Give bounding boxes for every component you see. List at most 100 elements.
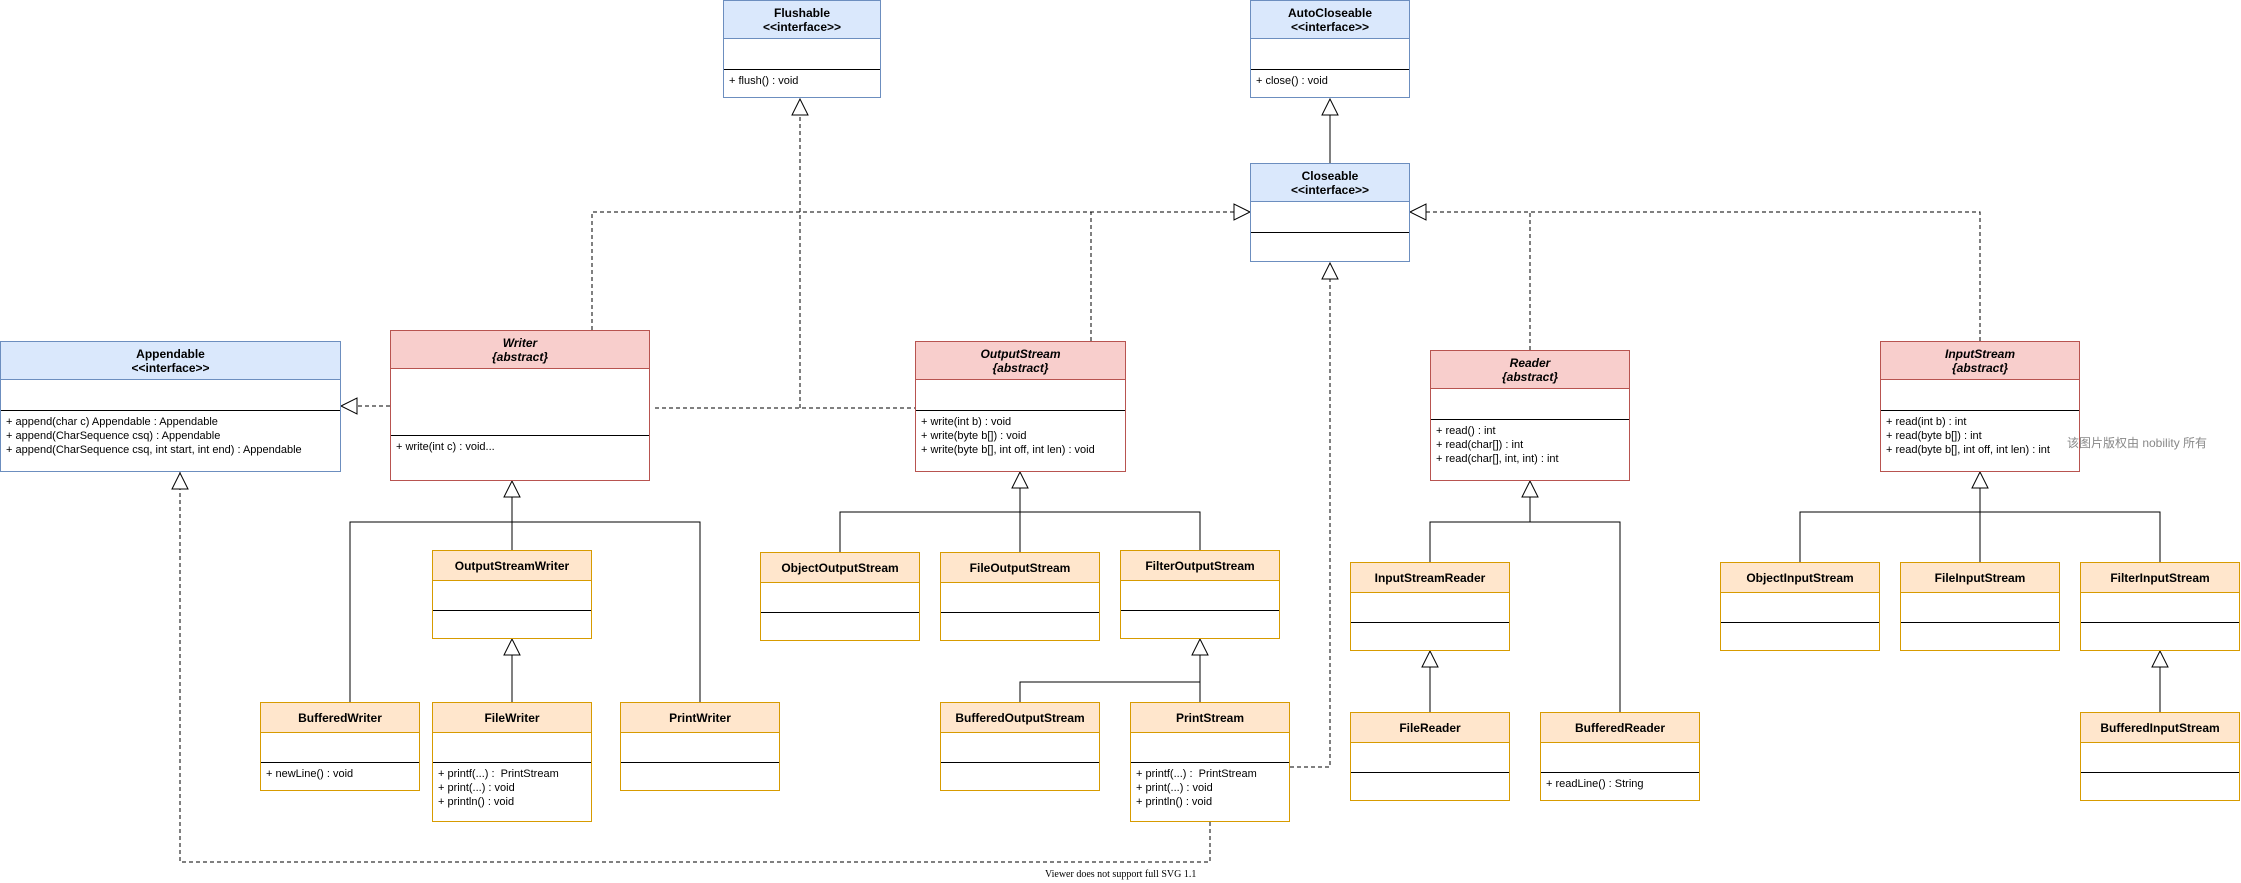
printwriter-class-box: PrintWriter: [620, 702, 780, 791]
class-header: Closeable<<interface>>: [1251, 164, 1409, 202]
attributes-section: [1351, 593, 1509, 622]
class-header: FileOutputStream: [941, 553, 1099, 583]
class-name: Flushable: [773, 5, 830, 20]
fileoutputstream-class-box: FileOutputStream: [940, 552, 1100, 641]
operations-section: + write(int c) : void...: [391, 436, 649, 454]
attributes-section: [621, 733, 779, 762]
autocloseable-class-box: AutoCloseable<<interface>>+ close() : vo…: [1250, 0, 1410, 98]
filteroutputstream-subclass-bus: [1019, 681, 1201, 702]
class-header: InputStreamReader: [1351, 563, 1509, 593]
class-stereotype: <<interface>>: [762, 19, 842, 34]
operations-section: [1721, 623, 1879, 627]
attributes-section: [391, 369, 649, 435]
class-name: BufferedInputStream: [2100, 720, 2220, 735]
section-divider: [1, 410, 340, 411]
filewriter-class-box: FileWriter+ printf(...) : PrintStream+ p…: [432, 702, 592, 822]
class-name: PrintWriter: [669, 710, 731, 725]
realization-arrowhead: [1233, 203, 1252, 221]
attributes-section: [433, 581, 591, 610]
section-divider: [621, 762, 779, 763]
class-header: OutputStream{abstract}: [916, 342, 1125, 380]
class-name: AutoCloseable: [1287, 5, 1372, 20]
operation: + readLine() : String: [1546, 778, 1644, 790]
inheritance-arrowhead: [1321, 97, 1339, 116]
section-divider: [433, 762, 591, 763]
bufferedwriter-class-box: BufferedWriter+ newLine() : void: [260, 702, 420, 791]
inheritance-arrowhead: [503, 479, 521, 498]
inputstream-class-box: InputStream{abstract} + read(int b) : int…: [1880, 341, 2080, 472]
operations-section: [621, 763, 779, 767]
operations-section: [433, 611, 591, 615]
section-divider: [1121, 610, 1279, 611]
operations-section: [1121, 611, 1279, 615]
class-name: Writer: [502, 335, 538, 350]
printstream-implements-appendable: [179, 472, 1211, 863]
bufferedoutputstream-class-box: BufferedOutputStream: [940, 702, 1100, 791]
attributes-section: [941, 733, 1099, 762]
operations-section: [1251, 233, 1409, 237]
attributes-section: [1721, 593, 1879, 622]
operations-section: + readLine() : String: [1541, 773, 1699, 791]
class-header: Flushable<<interface>>: [724, 1, 880, 39]
class-name: OutputStream: [980, 346, 1061, 361]
attributes-section: [1251, 202, 1409, 232]
class-name: FileWriter: [484, 710, 540, 725]
class-header: FileReader: [1351, 713, 1509, 743]
operations-section: [2081, 623, 2239, 627]
reader-subclass-bus: [1429, 521, 1621, 712]
attributes-section: [916, 380, 1125, 410]
operation: + read() : int: [1436, 425, 1496, 437]
reader-class-box: Reader{abstract}+ read() : int+ read(cha…: [1430, 350, 1630, 481]
operations-section: + write(int b) : void+ write(byte b[]) :…: [916, 411, 1125, 457]
inputstreamreader-class-box: InputStreamReader: [1350, 562, 1510, 651]
operation: + println() : void: [438, 796, 515, 808]
operations-section: [941, 763, 1099, 767]
class-name: FilterInputStream: [2110, 570, 2210, 585]
inheritance-arrowhead: [791, 97, 809, 116]
section-divider: [1251, 232, 1409, 233]
attributes-section: [1431, 389, 1629, 419]
operation: + append(CharSequence csq, int start, in…: [6, 444, 302, 456]
class-header: OutputStreamWriter: [433, 551, 591, 581]
operations-section: + read() : int+ read(char[]) : int+ read…: [1431, 420, 1629, 466]
class-header: BufferedWriter: [261, 703, 419, 733]
class-stereotype: <<interface>>: [1290, 182, 1370, 197]
attributes-section: [1351, 743, 1509, 772]
section-divider: [916, 410, 1125, 411]
class-header: BufferedInputStream: [2081, 713, 2239, 743]
attributes-section: [724, 39, 880, 69]
section-divider: [1881, 410, 2079, 411]
inheritance-arrowhead: [1191, 637, 1209, 656]
operations-section: + read(int b) : int+ read(byte b[]) : in…: [1881, 411, 2079, 457]
class-stereotype: <<interface>>: [1290, 19, 1370, 34]
class-name: InputStream: [1944, 346, 2015, 361]
operation: + print(...) : void: [1136, 782, 1213, 794]
inheritance-arrowhead: [503, 637, 521, 656]
section-divider: [1131, 762, 1289, 763]
operation: + print(...) : void: [438, 782, 515, 794]
section-divider: [1721, 622, 1879, 623]
section-divider: [1351, 772, 1509, 773]
attributes-section: [2081, 743, 2239, 772]
class-header: Reader{abstract}: [1431, 351, 1629, 389]
class-header: Appendable<<interface>>: [1, 342, 340, 380]
writer-implements-closeable: [591, 211, 1234, 330]
class-header: PrintStream: [1131, 703, 1289, 733]
section-divider: [941, 612, 1099, 613]
class-name: OutputStreamWriter: [454, 558, 570, 573]
attributes-section: [1131, 733, 1289, 762]
inheritance-arrowhead: [1321, 261, 1339, 280]
class-stereotype: {abstract}: [1501, 369, 1559, 384]
operations-section: + append(char c) Appendable : Appendable…: [1, 411, 340, 457]
inheritance-arrowhead: [1971, 470, 1989, 489]
filteroutputstream-class-box: FilterOutputStream: [1120, 550, 1280, 639]
section-divider: [941, 762, 1099, 763]
operations-section: [1351, 773, 1509, 777]
class-header: ObjectOutputStream: [761, 553, 919, 583]
class-header: FileInputStream: [1901, 563, 2059, 593]
class-stereotype: {abstract}: [1951, 360, 2009, 375]
class-name: ObjectInputStream: [1746, 570, 1854, 585]
class-header: FileWriter: [433, 703, 591, 733]
operation: + read(char[], int, int) : int: [1436, 453, 1559, 465]
attributes-section: [1251, 39, 1409, 69]
